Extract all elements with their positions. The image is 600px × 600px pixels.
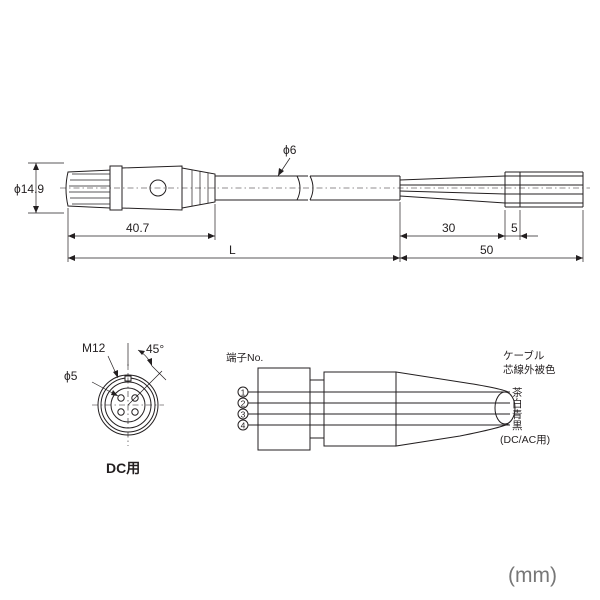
dim-length-label: L (229, 243, 236, 257)
wire-color-2: 白 (512, 397, 523, 410)
cable (215, 175, 401, 201)
wiring-nut (257, 367, 311, 451)
dim-diameter-label: ϕ14.9 (14, 182, 44, 196)
knurled-nut (65, 169, 113, 209)
front-view-caption: DC用 (106, 460, 140, 476)
dim-50-label: 50 (480, 243, 494, 257)
dim-cable-diameter-label: ϕ6 (283, 143, 297, 157)
unit-label: (mm) (508, 564, 557, 587)
terminal-header: 端子No. (226, 351, 263, 364)
dim-50: 50 (400, 243, 583, 261)
wiring-collar (309, 379, 325, 439)
pin-4: 4 (237, 419, 249, 431)
front-view: M12 45° ϕ5 DC用 (64, 341, 167, 476)
dim-5-label: 5 (511, 221, 518, 235)
pin-3: 3 (237, 408, 249, 420)
wire-color-4: 黒 (512, 420, 523, 432)
pin-2: 2 (237, 397, 249, 409)
wiring-view: 端子No. ケーブル 芯線外被色 1 2 3 4 茶 (226, 349, 556, 451)
wiring-boot (395, 371, 509, 447)
dim-cable-diameter: ϕ6 (277, 143, 297, 177)
angle-label: 45° (146, 342, 164, 356)
pin-3-label: 3 (241, 410, 246, 420)
pin-hole-4 (117, 408, 125, 416)
wire-color-1: 茶 (512, 386, 523, 399)
thread-label: M12 (82, 341, 106, 355)
pin-hole-3 (131, 408, 139, 416)
dim-connector-length: 40.7 (68, 221, 215, 239)
cable-header-line1: ケーブル (503, 349, 544, 362)
dim-5: 5 (505, 221, 538, 239)
pin-hole-1 (117, 394, 125, 402)
dim-diameter: ϕ14.9 (14, 162, 64, 214)
pin-4-label: 4 (241, 421, 246, 431)
dim-30: 30 (400, 221, 505, 239)
cable-wires (399, 171, 584, 208)
dim-30-label: 30 (442, 221, 456, 235)
top-view: ϕ14.9 ϕ6 40.7 L (14, 143, 590, 262)
dim-connector-length-label: 40.7 (126, 221, 150, 235)
pin-1-label: 1 (241, 388, 246, 398)
wiring-note: (DC/AC用) (500, 434, 550, 446)
pin-1: 1 (237, 386, 249, 398)
dim-length: L (68, 243, 400, 261)
pin-2-label: 2 (241, 399, 246, 409)
wiring-body (323, 371, 397, 447)
pin-diameter-label: ϕ5 (64, 369, 78, 383)
cable-header-line2: 芯線外被色 (503, 363, 556, 376)
wire-color-3: 青 (512, 408, 523, 421)
